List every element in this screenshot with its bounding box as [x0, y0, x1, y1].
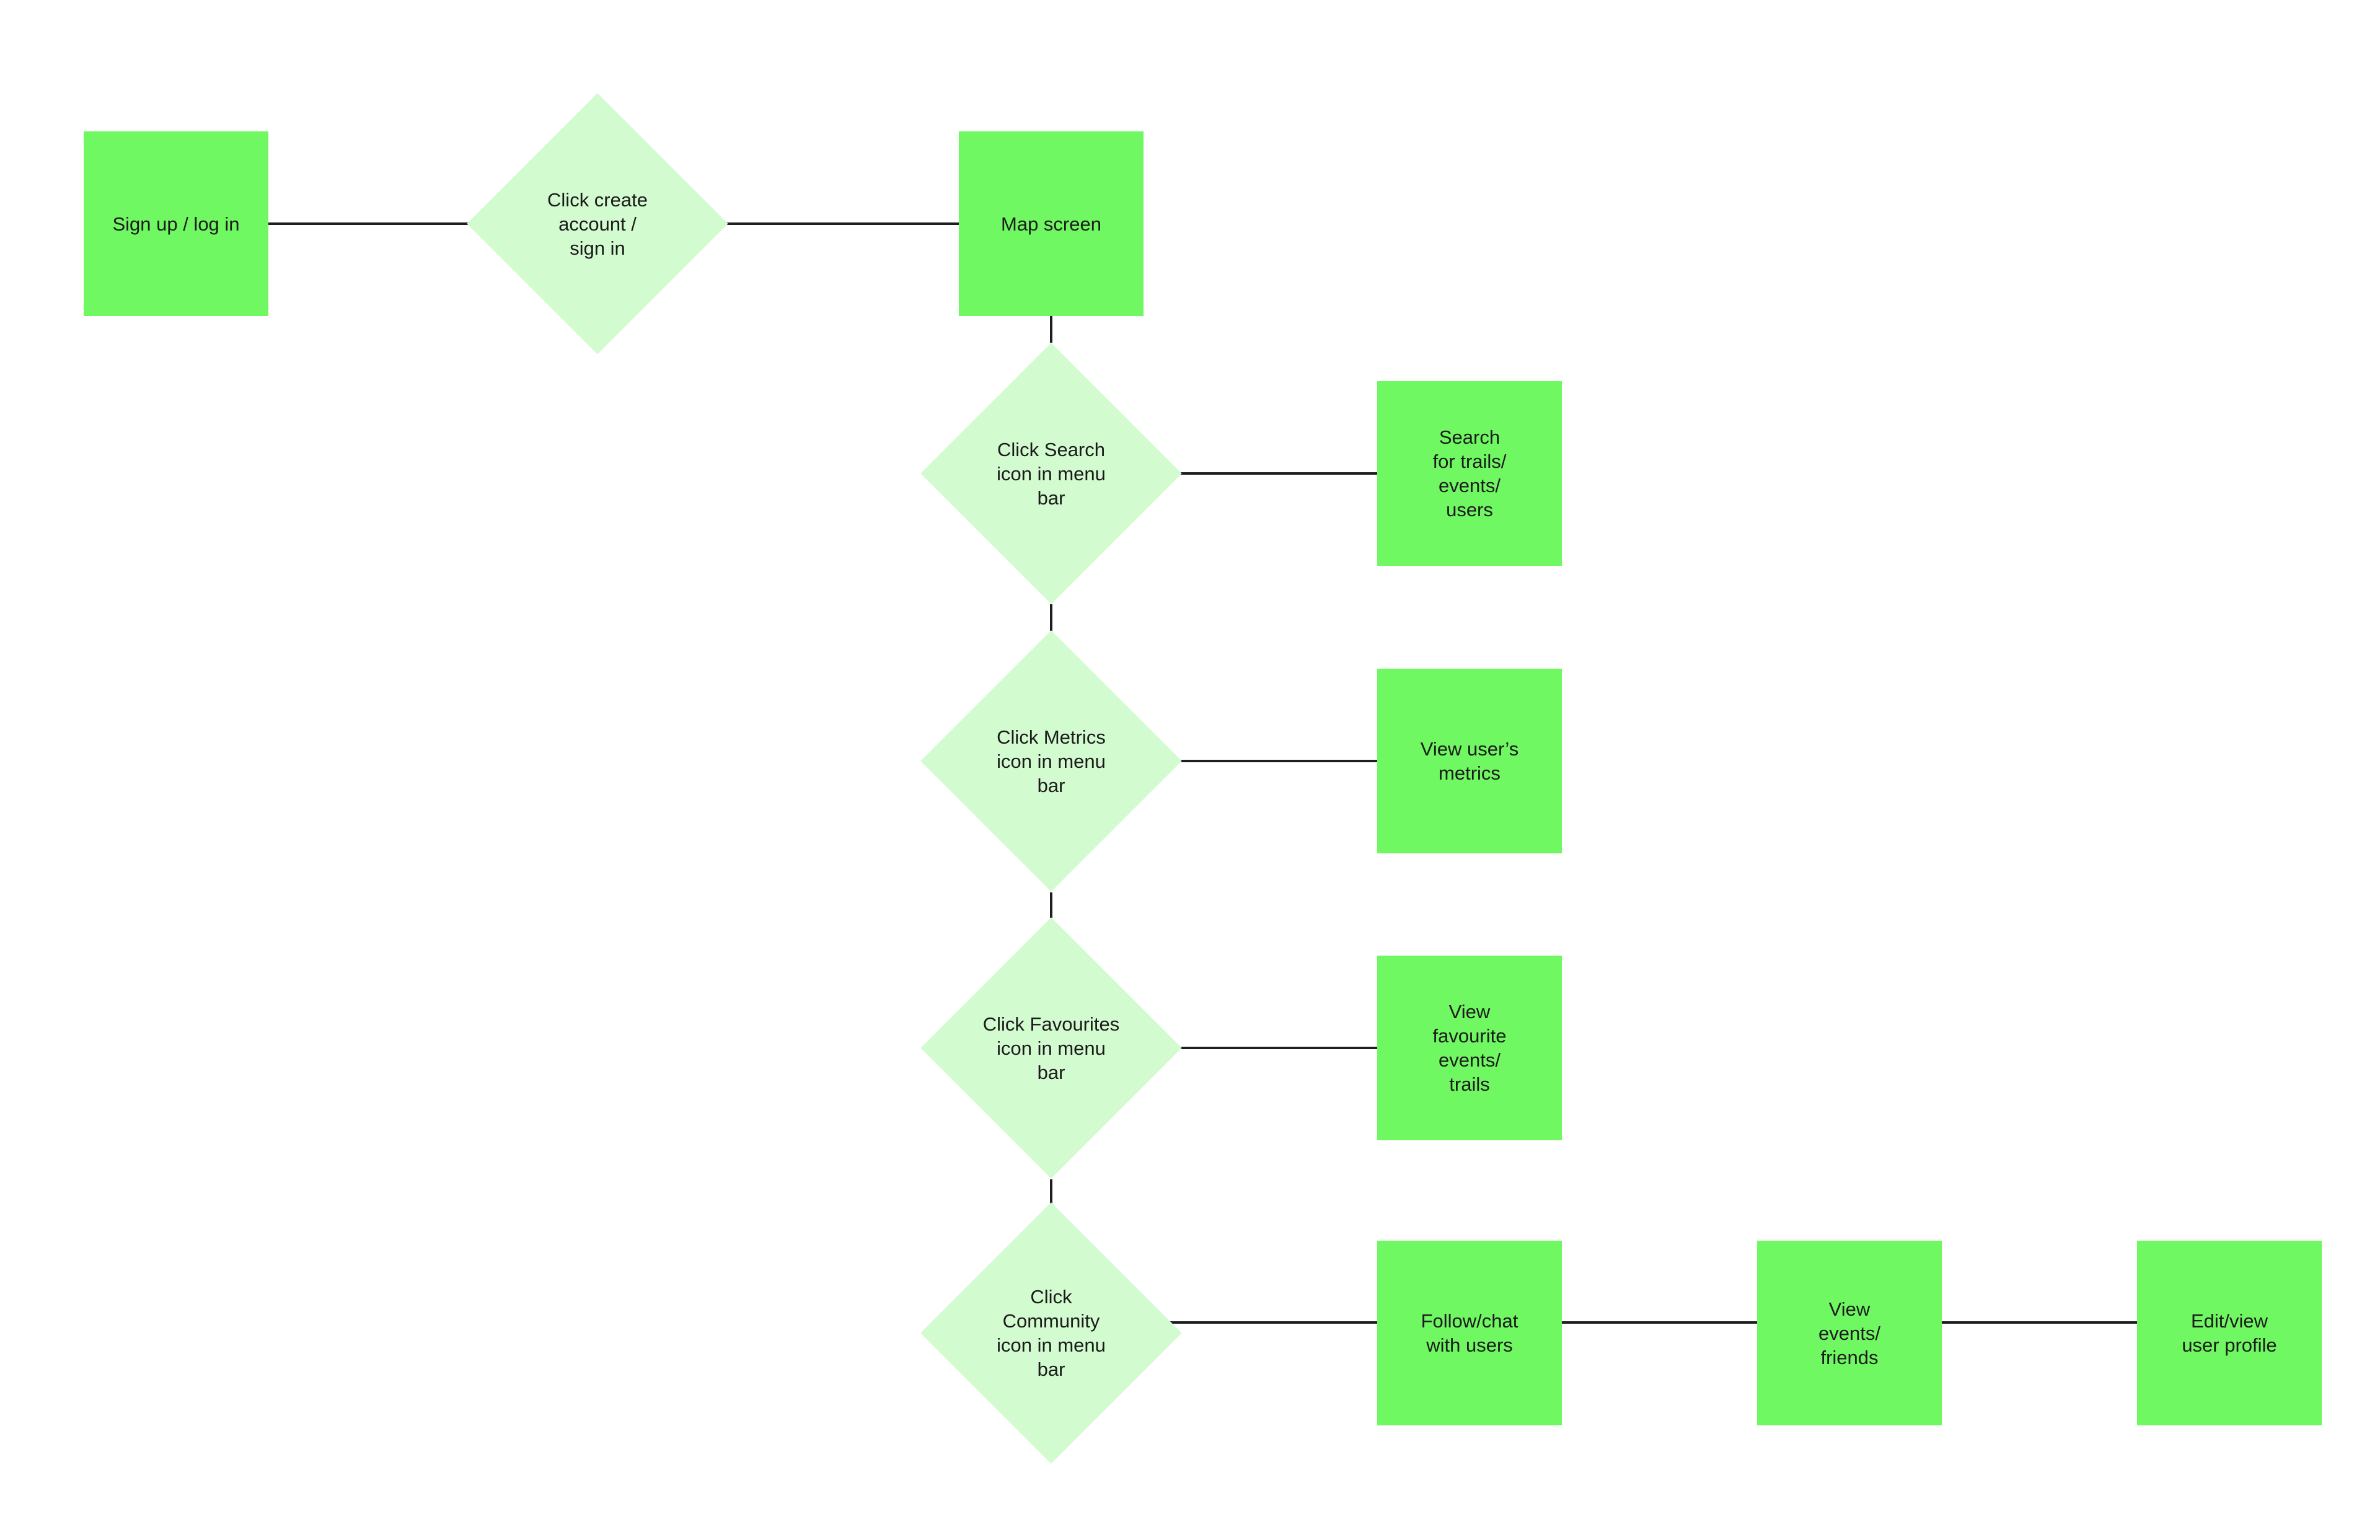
edit-profile-label: Edit/view user profile	[2182, 1310, 2277, 1356]
click-search-label: Click Search icon in menu bar	[997, 438, 1106, 509]
create-account-decision: Click create account / sign in	[467, 93, 728, 354]
favourites-result-label: View favourite events/ trails	[1432, 1001, 1507, 1095]
community-result-label: Follow/chat with users	[1421, 1310, 1518, 1356]
click-favourites-decision: Click Favourites icon in menu bar	[920, 917, 1182, 1179]
community-result-box: Follow/chat with users	[1377, 1241, 1562, 1425]
edit-profile-box: Edit/view user profile	[2137, 1241, 2322, 1425]
view-events-friends-box: View events/ friends	[1757, 1241, 1942, 1425]
map-screen-box: Map screen	[959, 131, 1144, 316]
click-community-decision: Click Community icon in menu bar	[920, 1202, 1182, 1464]
click-favourites-label: Click Favourites icon in menu bar	[982, 1013, 1120, 1083]
view-events-friends-label: View events/ friends	[1818, 1298, 1880, 1368]
create-account-label: Click create account / sign in	[547, 188, 648, 259]
click-community-label: Click Community icon in menu bar	[997, 1286, 1106, 1380]
metrics-result-box: View user’s metrics	[1377, 669, 1562, 853]
click-metrics-decision: Click Metrics icon in menu bar	[920, 630, 1182, 892]
map-screen-label: Map screen	[1001, 213, 1101, 235]
click-metrics-label: Click Metrics icon in menu bar	[997, 726, 1106, 796]
signup-login-box: Sign up / log in	[84, 131, 268, 316]
signup-login-label: Sign up / log in	[112, 213, 240, 235]
search-result-box: Search for trails/ events/ users	[1377, 381, 1562, 566]
search-result-label: Search for trails/ events/ users	[1432, 426, 1507, 521]
favourites-result-box: View favourite events/ trails	[1377, 956, 1562, 1140]
click-search-decision: Click Search icon in menu bar	[920, 343, 1182, 604]
metrics-result-label: View user’s metrics	[1420, 738, 1519, 784]
